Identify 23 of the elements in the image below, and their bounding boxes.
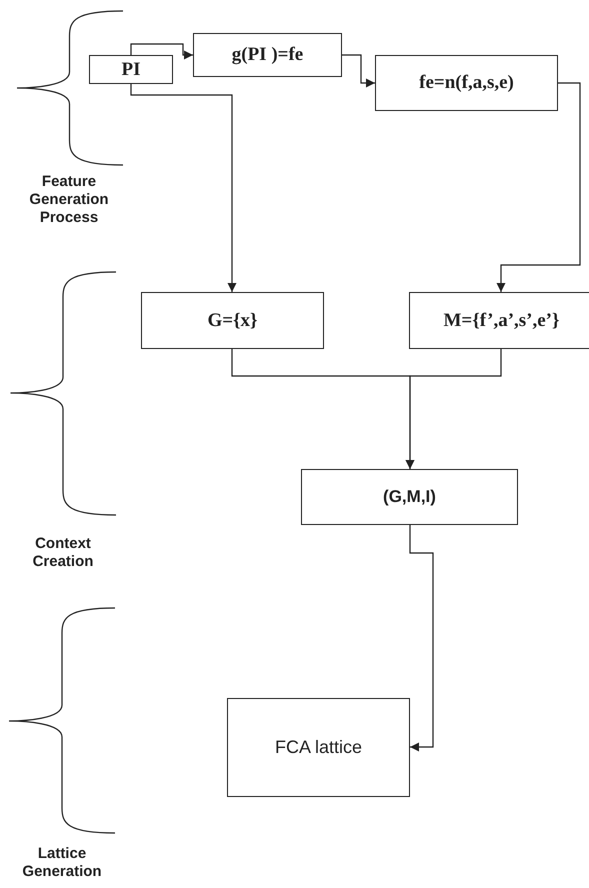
arrow xyxy=(130,84,236,292)
stage-label: Lattice Generation xyxy=(21,845,103,881)
arrow xyxy=(342,54,375,88)
process-box xyxy=(375,55,558,111)
arrow xyxy=(409,525,434,752)
arrow xyxy=(406,349,502,469)
arrow xyxy=(496,82,581,292)
box-label: M={f’,a’,s’,e’} xyxy=(444,310,560,332)
process-box xyxy=(409,292,589,349)
process-box xyxy=(193,33,342,77)
arrow xyxy=(130,43,193,60)
stage-label: Feature Generation Process xyxy=(28,173,110,227)
box-label: FCA lattice xyxy=(274,737,362,758)
box-label: fe=n(f,a,s,e) xyxy=(419,72,514,94)
box-label: (G,M,I) xyxy=(383,487,436,507)
stage-label: Context Creation xyxy=(32,535,94,571)
process-box xyxy=(141,292,324,349)
process-box xyxy=(89,55,173,84)
process-box xyxy=(227,698,410,797)
box-label: G={x} xyxy=(207,310,258,332)
process-box xyxy=(301,469,518,525)
box-label: g(PI )=fe xyxy=(232,44,304,66)
box-label: PI xyxy=(122,58,140,80)
